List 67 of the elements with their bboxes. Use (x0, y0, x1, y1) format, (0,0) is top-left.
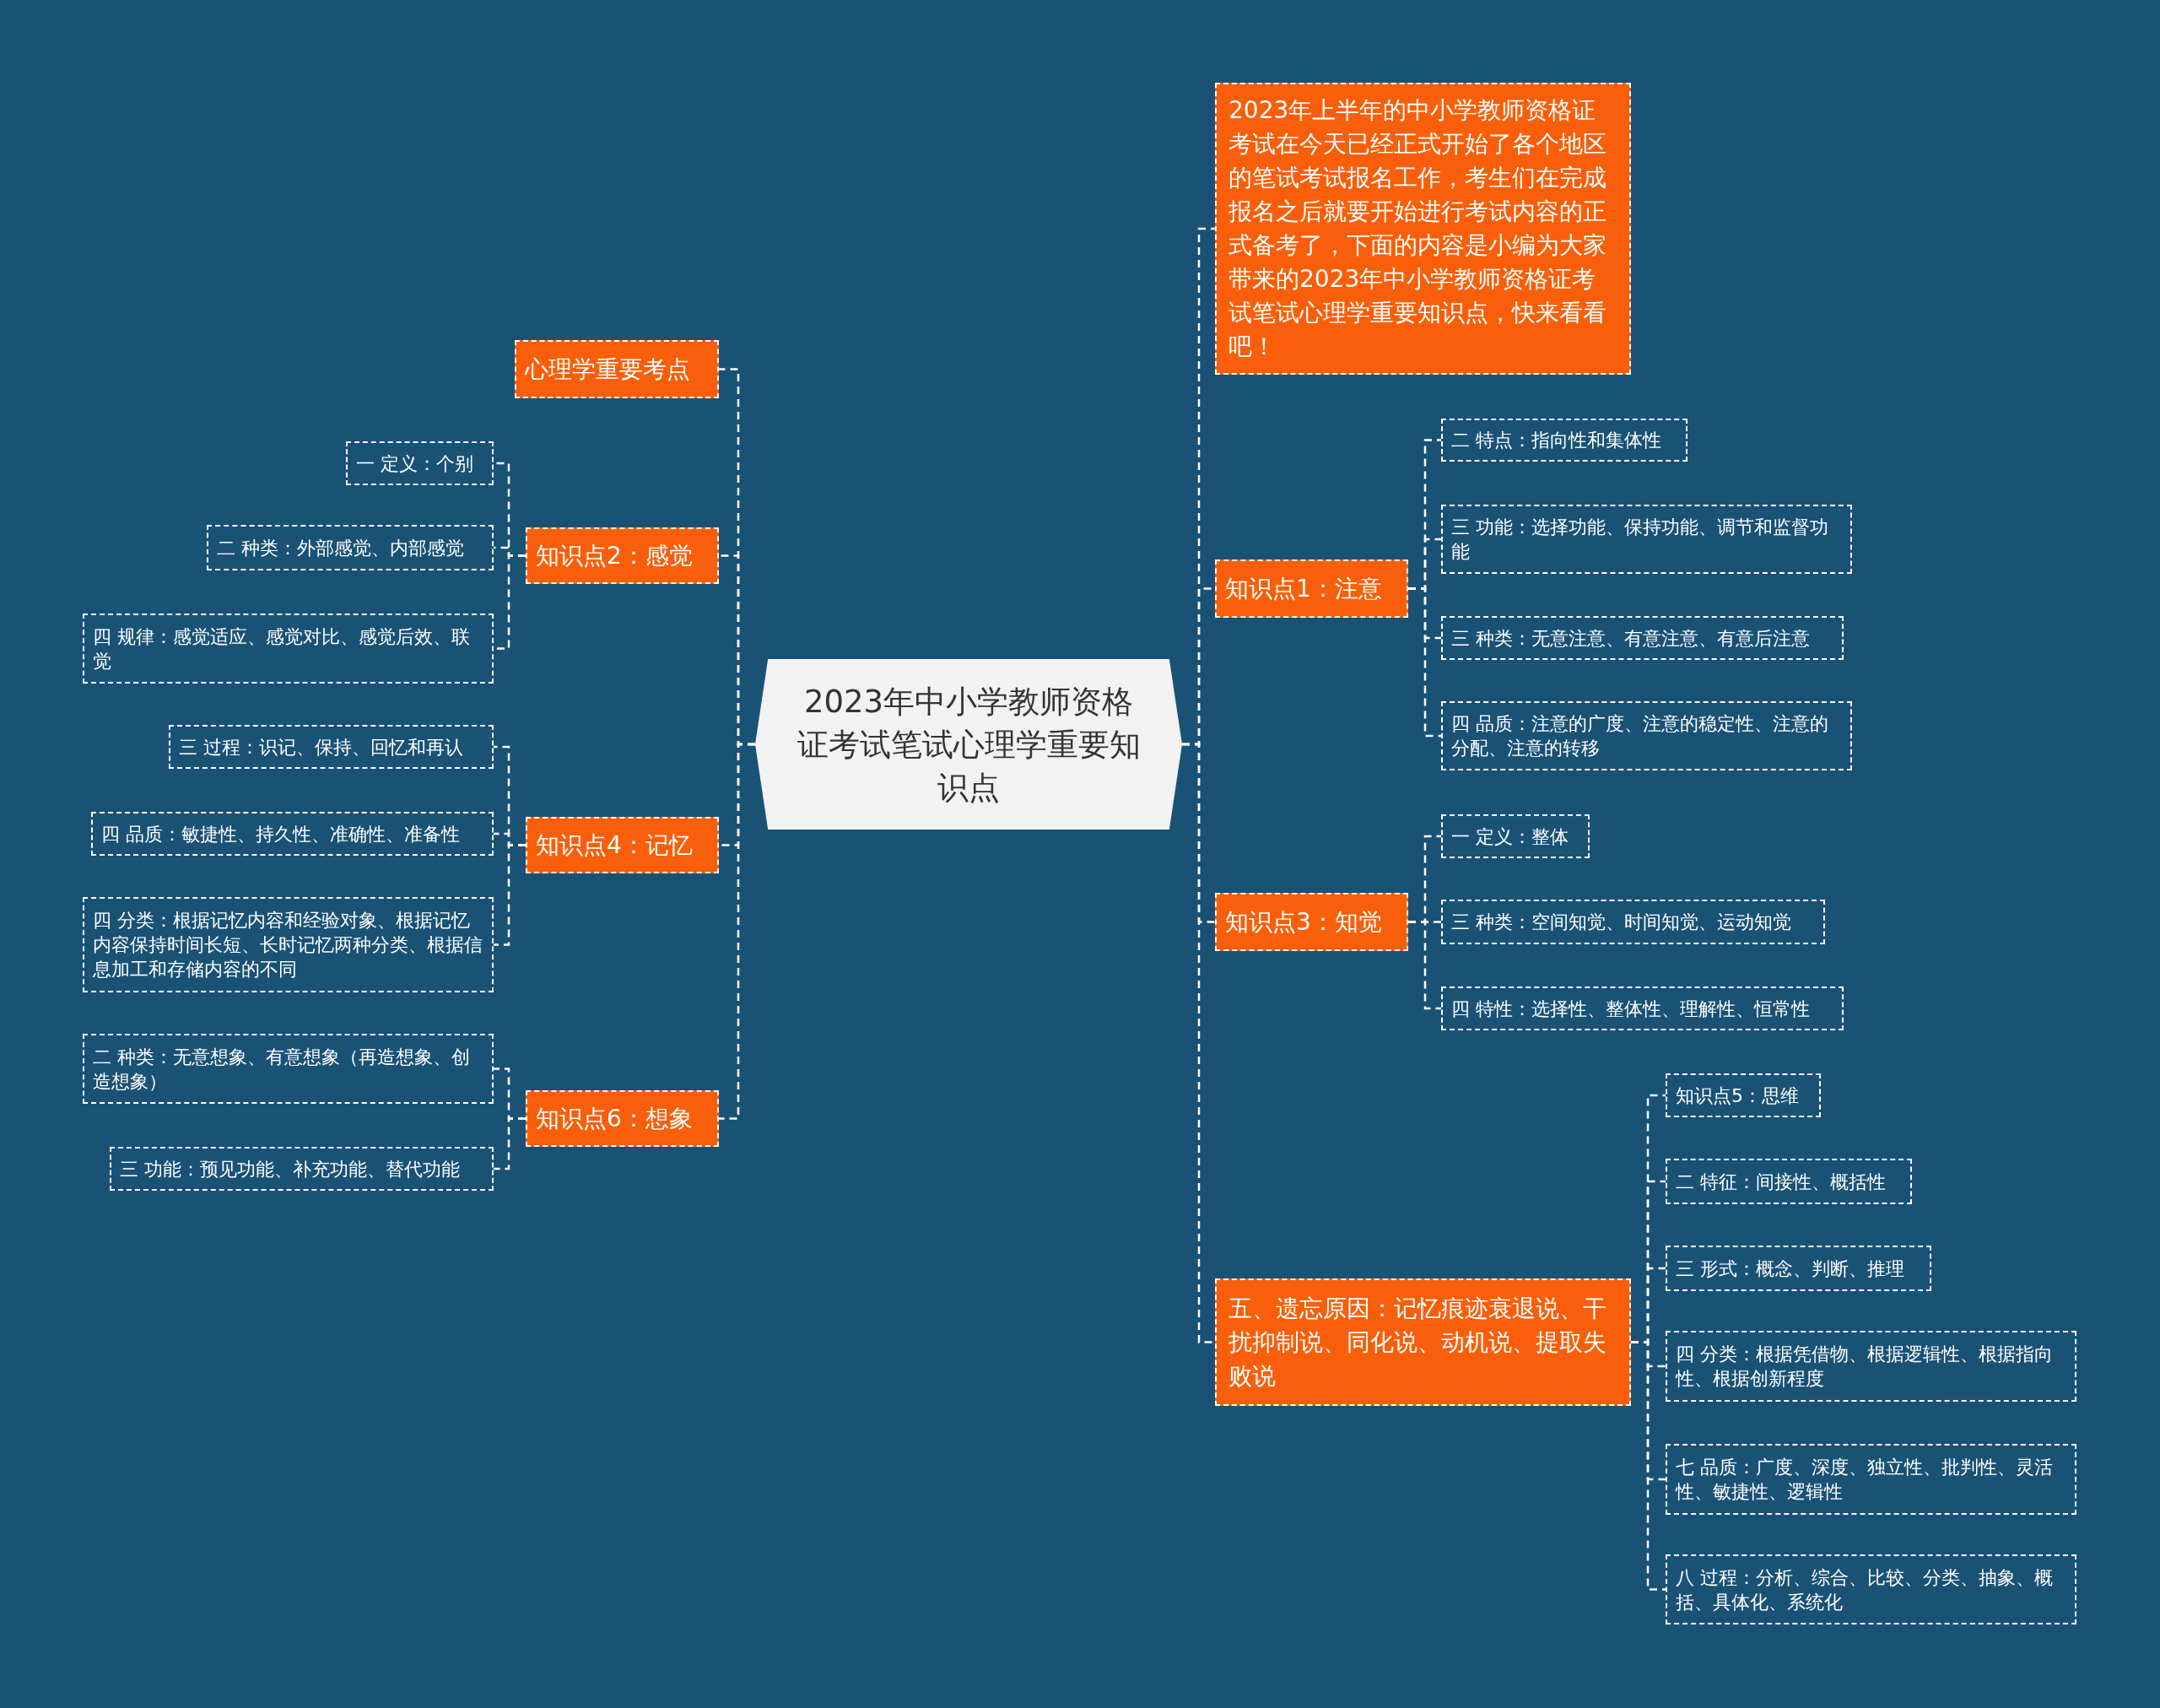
connector-line (494, 844, 526, 946)
subtopic-label: 三 过程：识记、保持、回忆和再认 (179, 735, 463, 759)
topic-label: 2023年上半年的中小学教师资格证考试在今天已经正式开始了各个地区的笔试考试报名工作，考生们在完成报名之后就要开始进行考试内容的正式备考了，下面的内容是小编为大家带来的2023年中小学教师资格证考试笔试心理学重要知识点，快来看看吧！ (1228, 95, 1607, 362)
connector-line (1631, 1341, 1666, 1591)
topic-card (526, 1090, 719, 1147)
subtopic-card (1666, 1554, 2076, 1624)
subtopic-label: 八 过程：分析、综合、比较、分类、抽象、概括、具体化、系统化 (1676, 1565, 2054, 1614)
subtopic-label: 二 特点：指向性和集体性 (1451, 429, 1661, 452)
subtopic-card (1441, 419, 1688, 462)
topic-card (526, 817, 719, 873)
topic-card (1215, 559, 1408, 618)
topic-label: 心理学重要考点 (525, 354, 690, 385)
topic-card (1215, 83, 1631, 375)
topic-label: 知识点6：想象 (536, 1103, 693, 1134)
subtopic-label: 三 种类：空间知觉、时间知觉、运动知觉 (1451, 911, 1791, 934)
topic-label: 知识点4：记忆 (536, 830, 693, 861)
topic-label: 知识点3：知觉 (1225, 906, 1382, 938)
subtopic-card (169, 725, 494, 769)
subtopic-label: 二 种类：无意想象、有意想象（再造想象、创造想象） (93, 1045, 471, 1094)
subtopic-label: 七 品质：广度、深度、独立性、批判性、灵活性、敏捷性、逻辑性 (1676, 1456, 2054, 1504)
subtopic-card (83, 613, 494, 684)
subtopic-card (1441, 814, 1590, 858)
subtopic-label: 一 定义：整体 (1451, 824, 1569, 849)
topic-label: 知识点2：感觉 (536, 540, 693, 571)
subtopic-card (1666, 1159, 1912, 1204)
subtopic-label: 四 规律：感觉适应、感觉对比、感觉后效、联觉 (93, 624, 471, 673)
subtopic-card (110, 1147, 494, 1191)
subtopic-card (346, 441, 494, 485)
subtopic-label: 二 特征：间接性、概括性 (1676, 1170, 1886, 1194)
topic-card (515, 340, 719, 398)
subtopic-label: 四 分类：根据凭借物、根据逻辑性、根据指向性、根据创新程度 (1676, 1343, 2054, 1391)
subtopic-label: 知识点5：思维 (1676, 1084, 1799, 1108)
subtopic-label: 三 形式：概念、判断、推理 (1676, 1257, 1904, 1281)
subtopic-label: 四 品质：注意的广度、注意的稳定性、注意的分配、注意的转移 (1451, 712, 1829, 760)
subtopic-card (1441, 505, 1852, 574)
subtopic-card (1441, 616, 1844, 660)
topic-label: 五、遗忘原因：记忆痕迹衰退说、干扰抑制说、同化说、动机说、提取失败说 (1228, 1293, 1607, 1392)
topic-label: 知识点1：注意 (1225, 573, 1382, 604)
connector-line (1408, 921, 1441, 1010)
subtopic-card (1441, 986, 1844, 1030)
subtopic-label: 一 定义：个别 (356, 451, 473, 476)
subtopic-card (1666, 1073, 1821, 1117)
subtopic-label: 四 分类：根据记忆内容和经验对象、根据记忆内容保持时间长短、长时记忆两种分类、根据信息加工和存储内容的不同 (93, 909, 483, 981)
subtopic-label: 三 种类：无意注意、有意注意、有意后注意 (1451, 626, 1810, 651)
subtopic-label: 二 种类：外部感觉、内部感觉 (217, 536, 464, 560)
subtopic-card (1666, 1246, 1931, 1291)
subtopic-label: 三 功能：选择功能、保持功能、调节和监督功能 (1451, 516, 1829, 564)
central-topic-text: 2023年中小学教师资格证考试笔试心理学重要知识点 (796, 682, 1142, 808)
subtopic-label: 四 品质：敏捷性、持久性、准确性、准备性 (101, 822, 460, 846)
connector-line (1182, 743, 1215, 1343)
subtopic-card (1441, 900, 1825, 944)
connector-line (1408, 587, 1441, 738)
topic-card (526, 527, 719, 584)
subtopic-card (1441, 701, 1852, 770)
subtopic-label: 三 功能：预见功能、补充功能、替代功能 (120, 1157, 460, 1181)
connector-line (719, 743, 755, 1120)
subtopic-card (91, 812, 494, 856)
connector-line (494, 1117, 526, 1170)
topic-card (1215, 893, 1408, 951)
subtopic-card (207, 525, 494, 570)
subtopic-card (1666, 1331, 2076, 1402)
subtopic-label: 四 特性：选择性、整体性、理解性、恒常性 (1451, 997, 1810, 1021)
topic-card (1215, 1278, 1631, 1406)
central-topic-hexagon (755, 659, 1182, 830)
subtopic-card (83, 897, 494, 992)
subtopic-card (83, 1034, 494, 1104)
subtopic-card (1666, 1444, 2076, 1515)
